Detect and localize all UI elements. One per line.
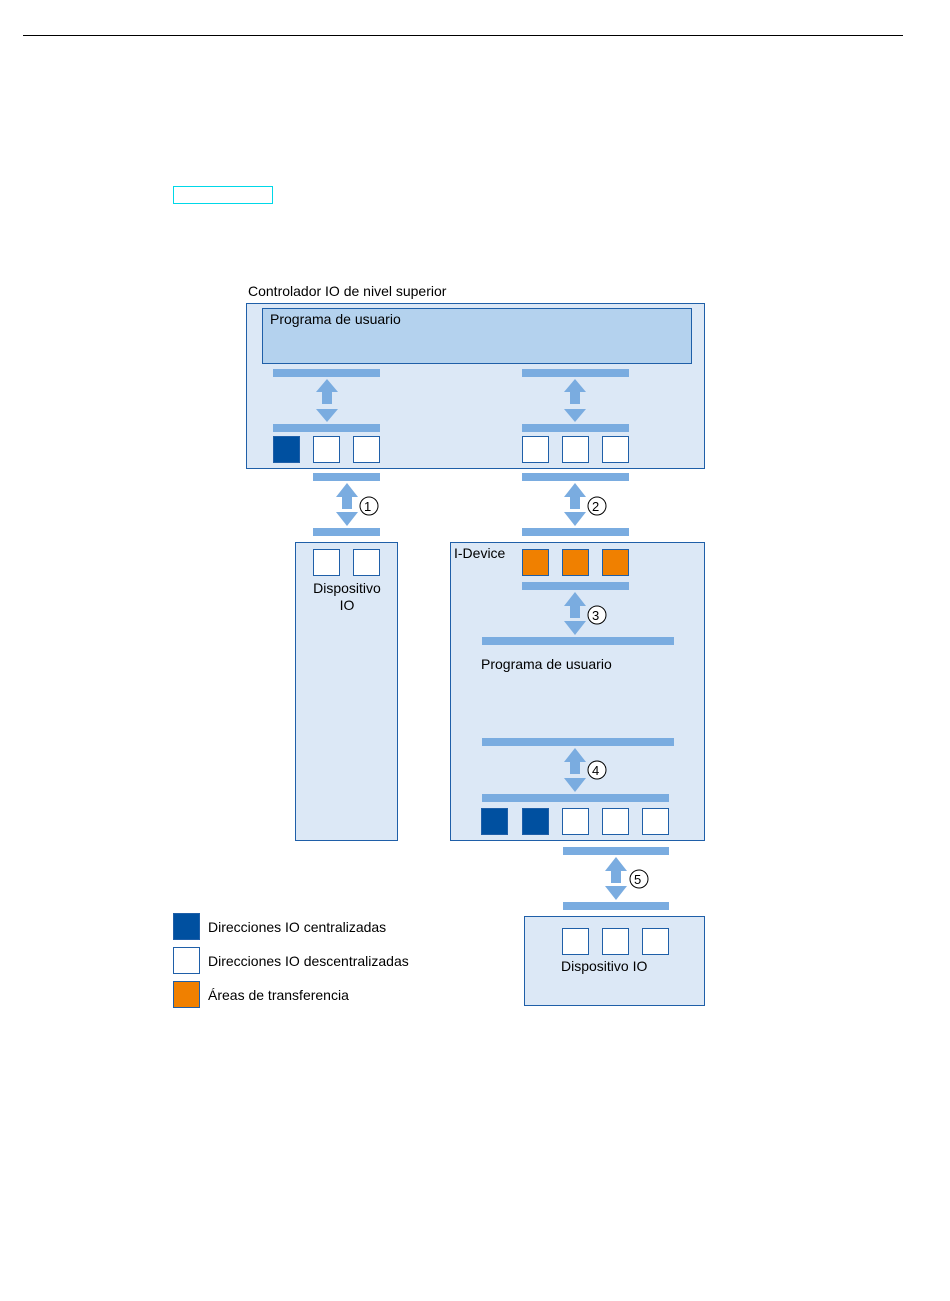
legend-transfer-label: Áreas de transferencia — [208, 987, 349, 1004]
marker-4: 4 — [592, 762, 599, 779]
transfer-area-square — [603, 550, 629, 576]
central-address-square — [523, 809, 549, 835]
bar — [482, 637, 674, 645]
bar — [273, 369, 380, 377]
double-arrow-icon — [336, 483, 358, 526]
transfer-area-square — [563, 550, 589, 576]
decentral-address-square — [563, 809, 589, 835]
marker-3: 3 — [592, 607, 599, 624]
decentral-address-square — [563, 437, 589, 463]
bar — [313, 528, 380, 536]
legend-decentral-swatch — [174, 948, 200, 974]
decentral-address-square — [523, 437, 549, 463]
decentral-address-square — [643, 929, 669, 955]
legend-transfer-swatch — [174, 982, 200, 1008]
bar — [563, 847, 669, 855]
bar — [563, 902, 669, 910]
controller-program-label: Programa de usuario — [270, 311, 401, 328]
decentral-address-square — [563, 929, 589, 955]
idevice-program-label: Programa de usuario — [481, 656, 612, 673]
bar — [482, 794, 669, 802]
legend-central-label: Direcciones IO centralizadas — [208, 919, 386, 936]
decentral-address-square — [314, 437, 340, 463]
double-arrow-icon — [564, 483, 586, 526]
controller-title: Controlador IO de nivel superior — [248, 283, 446, 300]
bar — [522, 369, 629, 377]
decentral-address-square — [643, 809, 669, 835]
bar — [522, 582, 629, 590]
bar — [482, 738, 674, 746]
marker-1: 1 — [364, 498, 371, 515]
decentral-address-square — [603, 809, 629, 835]
idevice-title: I-Device — [454, 545, 505, 562]
decentral-address-square — [354, 550, 380, 576]
central-address-square — [482, 809, 508, 835]
bar — [313, 473, 380, 481]
double-arrow-icon — [605, 857, 627, 900]
bar — [522, 424, 629, 432]
decentral-address-square — [354, 437, 380, 463]
decentral-address-square — [603, 929, 629, 955]
transfer-area-square — [523, 550, 549, 576]
io-device-bottom-label: Dispositivo IO — [561, 958, 647, 975]
marker-2: 2 — [592, 498, 599, 515]
bar — [273, 424, 380, 432]
io-device-left-label: Dispositivo IO — [306, 580, 388, 614]
legend-central-swatch — [174, 914, 200, 940]
legend-decentral-label: Direcciones IO descentralizadas — [208, 953, 409, 970]
bar — [522, 473, 629, 481]
decentral-address-square — [603, 437, 629, 463]
marker-5: 5 — [634, 871, 641, 888]
bar — [522, 528, 629, 536]
central-address-square — [274, 437, 300, 463]
decentral-address-square — [314, 550, 340, 576]
